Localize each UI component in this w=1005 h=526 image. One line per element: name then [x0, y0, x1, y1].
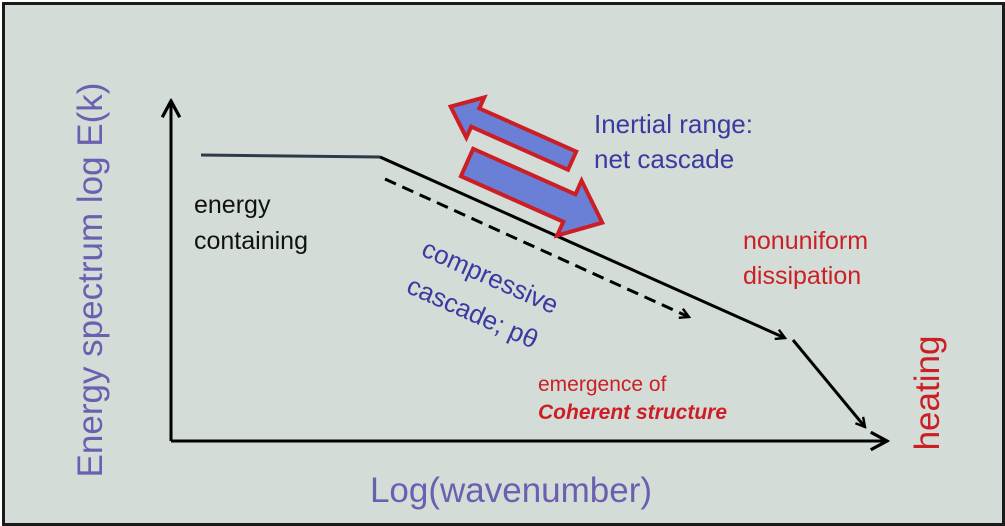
heating-label: heating: [908, 336, 947, 451]
inertial-range-slope: [379, 155, 785, 338]
inertial-range-label-line2: net cascade: [594, 144, 734, 174]
energy-containing-label-line2: containing: [194, 227, 308, 255]
y-axis-label: Energy spectrum log E(k): [71, 83, 110, 478]
x-axis-label: Log(wavenumber): [370, 471, 652, 510]
nonuniform-dissipation-label-line1: nonuniform: [743, 227, 868, 255]
coherent-structure-label: Coherent structure: [538, 401, 727, 424]
nonuniform-dissipation-label-line2: dissipation: [743, 262, 861, 290]
inertial-range-label-line1: Inertial range:: [594, 109, 753, 139]
inverse-cascade-block-arrow: [447, 94, 579, 173]
forward-cascade-block-arrow: [458, 146, 606, 239]
emergence-label: emergence of: [538, 373, 667, 396]
energy-containing-plateau: [200, 153, 381, 159]
energy-containing-label-line1: energy: [194, 191, 271, 219]
dissipation-slope: [791, 339, 865, 427]
energy-cascade-diagram: Energy spectrum log E(k) Log(wavenumber)…: [71, 83, 947, 510]
